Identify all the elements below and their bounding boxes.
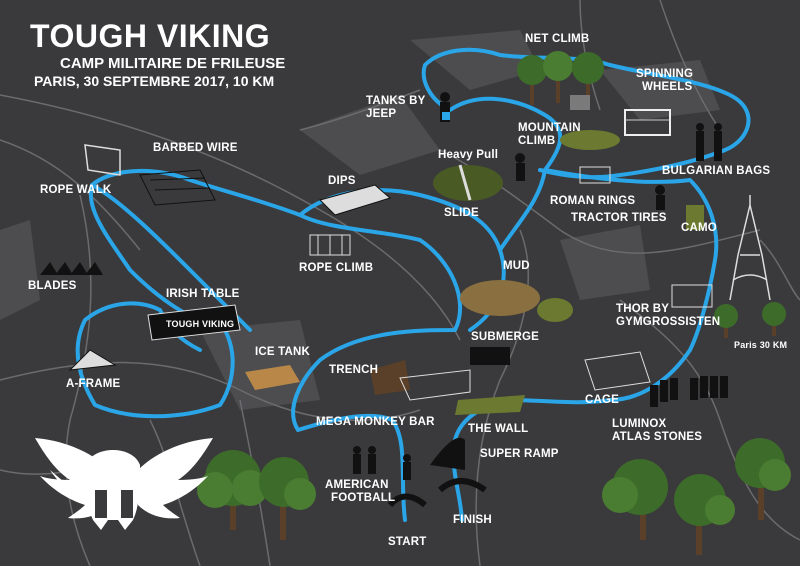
label-mountain-climb-line2: CLIMB xyxy=(518,135,556,147)
label-thor-line2: GYMGROSSISTEN xyxy=(616,316,721,328)
ice-tank-icon xyxy=(245,365,300,390)
label-net-climb: NET CLIMB xyxy=(525,33,590,45)
start-arch-icon xyxy=(387,493,427,508)
label-bulgarian-bags: BULGARIAN BAGS xyxy=(662,165,771,177)
tree-icon xyxy=(197,450,268,530)
tanks-by-jeep-icon xyxy=(440,92,450,122)
label-tractor-tires: TRACTOR TIRES xyxy=(571,212,667,224)
label-spinning-wheels-line2: WHEELS xyxy=(642,81,693,93)
mountain-climb-icon xyxy=(560,130,620,150)
label-american-football-line2: FOOTBALL xyxy=(331,492,396,504)
label-dips: DIPS xyxy=(328,175,356,187)
thor-icon xyxy=(671,284,713,308)
irish-table-sign: TOUGH VIKING xyxy=(166,319,235,329)
slide-icon xyxy=(433,164,503,201)
label-american-football-line1: AMERICAN xyxy=(325,479,389,491)
heavy-pull-icon xyxy=(515,153,525,181)
cage-icon xyxy=(584,351,651,391)
label-mountain-climb-line1: MOUNTAIN xyxy=(518,122,581,134)
tree-icon xyxy=(259,457,316,540)
label-thor-line1: THOR BY xyxy=(616,303,670,315)
trench-icon xyxy=(370,360,410,395)
dips-icon xyxy=(319,184,392,216)
label-cage: CAGE xyxy=(585,394,620,406)
luminox-icon xyxy=(650,376,728,407)
camo-icon xyxy=(686,205,704,230)
label-luminox-line2: ATLAS STONES xyxy=(612,431,703,443)
label-luminox-line1: LUMINOX xyxy=(612,418,667,430)
label-a-frame: A-FRAME xyxy=(66,378,121,390)
label-spinning-wheels-line1: SPINNING xyxy=(636,68,694,80)
the-wall-icon xyxy=(455,395,525,415)
label-submerge: SUBMERGE xyxy=(471,331,540,343)
irish-table-icon xyxy=(147,304,241,341)
label-trench: TRENCH xyxy=(329,364,379,376)
label-the-wall: THE WALL xyxy=(468,423,529,435)
tree-icon xyxy=(543,51,573,103)
spinning-wheels-icon xyxy=(624,109,671,136)
tree-icon xyxy=(762,302,786,336)
label-rope-walk: ROPE WALK xyxy=(40,184,112,196)
viking-helmet-logo xyxy=(35,438,213,530)
label-paris: Paris 30 KM xyxy=(734,340,788,350)
tree-icon xyxy=(517,55,547,105)
label-irish-table: IRISH TABLE xyxy=(166,288,240,300)
label-tanks-by-jeep-line2: JEEP xyxy=(366,108,397,120)
blades-icon xyxy=(40,262,103,275)
race-details: PARIS, 30 SEPTEMBRE 2017, 10 KM xyxy=(34,73,275,89)
label-roman-rings: ROMAN RINGS xyxy=(550,195,636,207)
race-subtitle: CAMP MILITAIRE DE FRILEUSE xyxy=(60,55,286,72)
mega-monkey-bar-icon xyxy=(399,369,471,401)
label-super-ramp: SUPER RAMP xyxy=(480,448,559,460)
label-mud: MUD xyxy=(503,260,530,272)
eiffel-icon xyxy=(729,195,771,301)
label-start: START xyxy=(388,536,427,548)
label-finish: FINISH xyxy=(453,514,492,526)
label-slide: SLIDE xyxy=(444,207,479,219)
label-blades: BLADES xyxy=(28,280,77,292)
tree-icon xyxy=(572,52,604,105)
label-ice-tank: ICE TANK xyxy=(255,346,311,358)
label-mega-monkey-bar: MEGA MONKEY BAR xyxy=(316,416,435,428)
label-tanks-by-jeep-line1: TANKS BY xyxy=(366,95,426,107)
tree-icon xyxy=(674,474,735,555)
rope-climb-icon xyxy=(309,234,351,256)
net-climb-icon xyxy=(570,95,590,110)
super-ramp-icon xyxy=(430,437,465,470)
roman-rings-icon xyxy=(579,166,611,184)
tree-icon xyxy=(735,438,791,520)
bulgarian-bags-icon xyxy=(696,123,722,161)
barbed-wire-icon xyxy=(139,169,216,206)
finish-arch-icon xyxy=(437,478,487,493)
trees xyxy=(197,51,791,555)
label-camo: CAMO xyxy=(681,222,717,234)
a-frame-icon xyxy=(68,349,117,371)
mud-icon xyxy=(460,280,573,322)
submerge-icon xyxy=(470,347,510,365)
tractor-tires-icon xyxy=(655,185,665,210)
label-barbed-wire: BARBED WIRE xyxy=(153,142,238,154)
tree-icon xyxy=(602,459,668,540)
rope-walk-icon xyxy=(84,144,121,176)
race-title: TOUGH VIKING xyxy=(30,18,271,54)
american-football-icon xyxy=(353,446,411,480)
obstacle-graphics xyxy=(40,92,728,508)
tree-icon xyxy=(714,304,738,338)
label-rope-climb: ROPE CLIMB xyxy=(299,262,374,274)
label-heavy-pull: Heavy Pull xyxy=(438,149,499,161)
